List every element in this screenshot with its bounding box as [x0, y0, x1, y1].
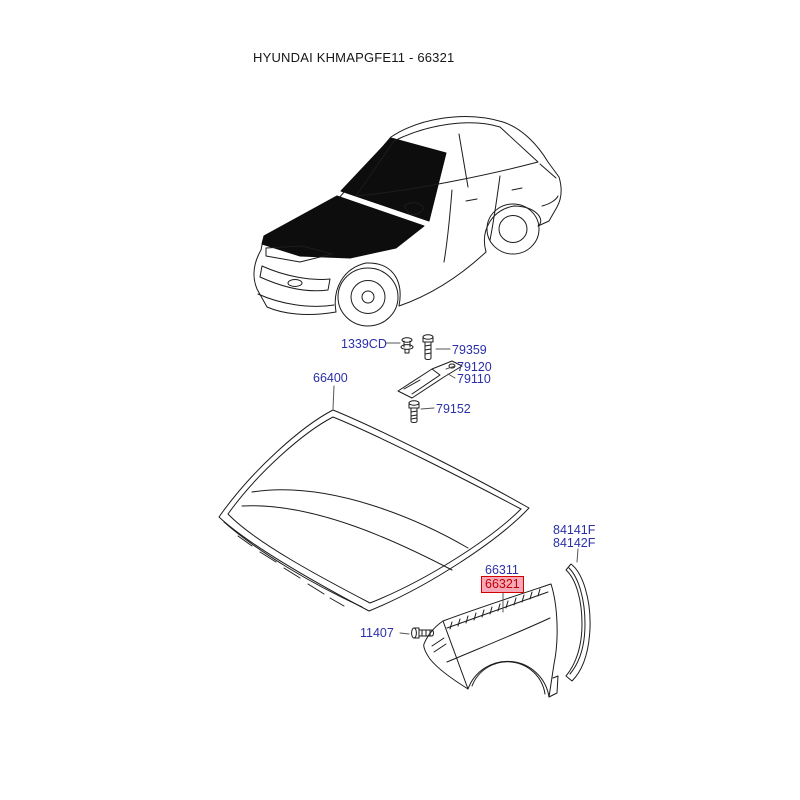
side-strip-drawing	[565, 563, 591, 682]
part-label-84141F[interactable]: 84141F	[553, 523, 596, 537]
part-label-79152[interactable]: 79152	[436, 402, 471, 416]
bolt-icon-79152	[408, 400, 420, 423]
part-label-66321-selected[interactable]: 66321	[481, 576, 524, 593]
part-label-84142F[interactable]: 84142F	[553, 536, 596, 550]
part-label-79120[interactable]: 79120	[457, 360, 492, 374]
part-label-11407[interactable]: 11407	[360, 626, 394, 640]
bolt-icon-79359	[422, 334, 434, 360]
clip-icon	[400, 337, 414, 354]
page-title: HYUNDAI KHMAPGFE11 - 66321	[253, 50, 455, 65]
part-label-66311[interactable]: 66311	[485, 563, 519, 577]
hinge-bracket-drawing	[397, 360, 463, 399]
car-drawing	[253, 116, 562, 327]
hood-panel-drawing	[218, 409, 530, 612]
leader-lines	[332, 342, 579, 635]
part-label-66400[interactable]: 66400	[313, 371, 348, 385]
part-label-79359[interactable]: 79359	[452, 343, 487, 357]
part-label-79110[interactable]: 79110	[457, 372, 491, 386]
part-label-1339CD[interactable]: 1339CD	[341, 337, 387, 351]
fender-drawing	[423, 583, 559, 698]
